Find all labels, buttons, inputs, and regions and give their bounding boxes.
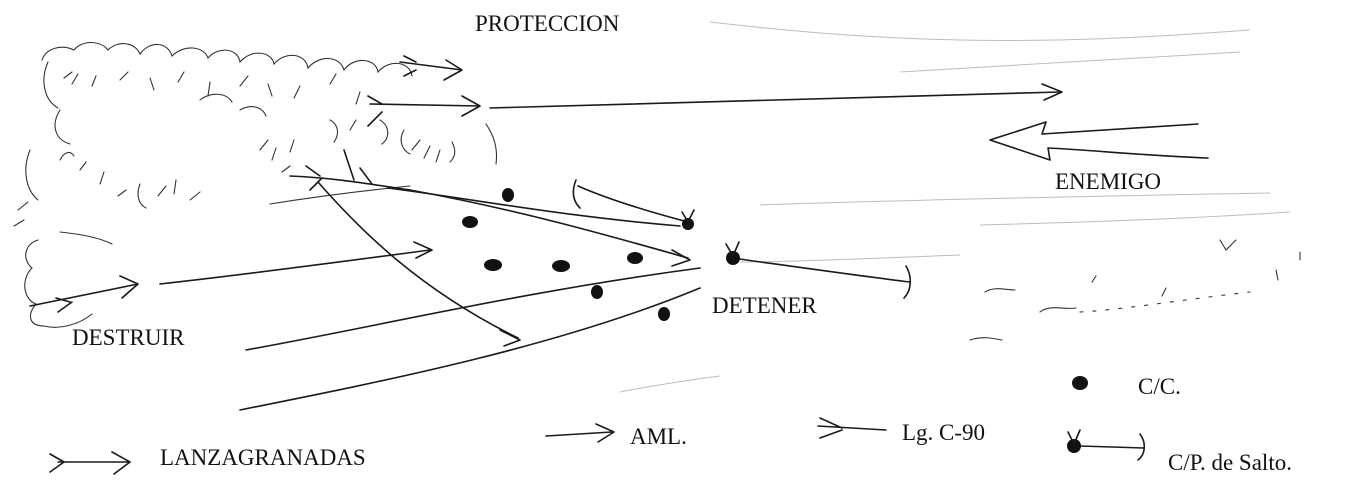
cc-dots — [462, 188, 670, 321]
c90-fire-lines — [159, 149, 701, 411]
legend-grenade-icon — [49, 451, 131, 475]
jump-post-symbols — [572, 179, 912, 299]
legend-lg-c90: Lg. C-90 — [902, 420, 986, 445]
enemy-arrow — [989, 121, 1209, 161]
aml-arrow — [489, 83, 1063, 109]
legend-cp-salto: C/P. de Salto. — [1168, 450, 1292, 475]
grenade-launcher-arrows — [29, 55, 481, 313]
label-stop: DETENER — [712, 293, 817, 318]
legend-cc: C/C. — [1138, 374, 1181, 399]
legend-symbols — [49, 376, 1146, 475]
forest-outline — [13, 41, 498, 328]
legend-grenade-launchers: LANZAGRANADAS — [160, 445, 366, 470]
label-enemy: ENEMIGO — [1055, 169, 1162, 194]
legend-aml-icon — [545, 423, 615, 443]
terrain-marks — [969, 239, 1301, 341]
legend-dot-icon — [1072, 376, 1088, 390]
legend-c90-icon — [817, 417, 887, 439]
label-protection: PROTECCION — [475, 11, 620, 36]
legend-jump-post-icon — [1067, 429, 1146, 461]
background-strokes — [619, 21, 1291, 393]
legend-aml: AML. — [630, 424, 687, 449]
label-destroy: DESTRUIR — [72, 325, 185, 350]
